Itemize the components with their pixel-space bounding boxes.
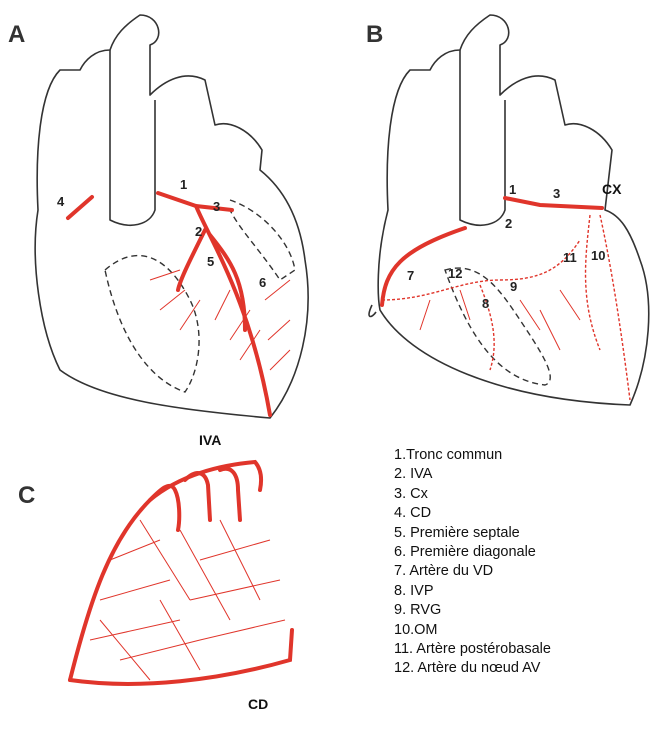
legend-item: 8. IVP <box>394 582 434 599</box>
label-a-2: 2 <box>195 224 202 239</box>
legend-item: 11. Artère postérobasale <box>394 641 551 658</box>
label-a-1: 1 <box>180 177 187 192</box>
label-b-cx: CX <box>602 181 622 197</box>
label-a-6: 6 <box>259 275 266 290</box>
legend-item: 4. CD <box>394 505 432 522</box>
panel-label-a: A <box>8 21 25 48</box>
legend-item: 7. Artère du VD <box>394 563 494 580</box>
label-c-cd: CD <box>248 696 268 712</box>
label-a-3: 3 <box>213 199 220 214</box>
label-b-12: 12 <box>448 266 462 281</box>
legend-item: 10.OM <box>394 621 438 638</box>
label-b-3: 3 <box>553 186 560 201</box>
panel-label-b: B <box>366 21 383 48</box>
label-a-4: 4 <box>57 194 65 209</box>
legend-item: 5. Première septale <box>394 524 520 541</box>
panel-c-vessels: C IVA CD <box>18 432 294 712</box>
label-b-11: 11 <box>563 250 577 265</box>
legend: 1.Tronc commun 2. IVA 3. Cx 4. CD 5. Pre… <box>394 446 551 679</box>
label-c-iva: IVA <box>199 432 221 448</box>
label-b-1: 1 <box>509 182 516 197</box>
legend-item: 2. IVA <box>394 466 433 483</box>
panel-a-heart: A 1 2 3 4 5 6 <box>8 14 309 419</box>
label-b-7: 7 <box>407 268 414 283</box>
panel-b-heart: B 1 2 3 7 12 8 9 11 10 CX <box>366 14 650 406</box>
legend-item: 1.Tronc commun <box>394 447 503 463</box>
panel-label-c: C <box>18 482 35 509</box>
legend-item: 6. Première diagonale <box>394 544 536 561</box>
label-b-8: 8 <box>482 296 489 311</box>
label-b-9: 9 <box>510 279 517 294</box>
legend-item: 12. Artère du nœud AV <box>394 660 541 677</box>
legend-item: 3. Cx <box>394 485 428 502</box>
legend-item: 9. RVG <box>394 602 442 619</box>
label-b-10: 10 <box>591 248 605 263</box>
label-b-2: 2 <box>505 216 512 231</box>
label-a-5: 5 <box>207 254 214 269</box>
